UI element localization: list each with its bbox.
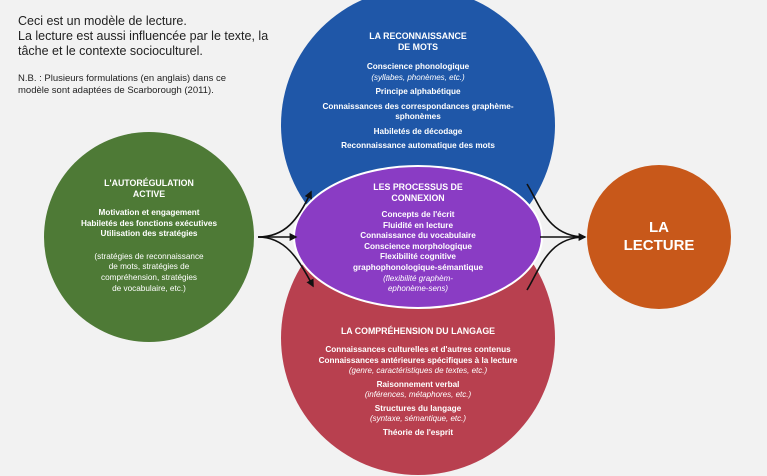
- self-regulation-circle: [44, 132, 254, 342]
- bottom-item: Raisonnement verbal: [376, 379, 460, 389]
- word-recognition-title: LA RECONNAISSANCE: [369, 31, 467, 41]
- left-note: de mots, stratégies de: [108, 262, 190, 272]
- connection-block: LES PROCESSUS DE CONNEXION Concepts de l…: [320, 182, 516, 294]
- left-note: compréhension, stratégies: [100, 272, 198, 282]
- nb-line: modèle sont adaptées de Scarborough (201…: [18, 85, 214, 96]
- self-regulation-title: ACTIVE: [132, 189, 166, 199]
- left-item: Utilisation des stratégies: [100, 229, 198, 239]
- arrow-from-bottom: [526, 236, 586, 291]
- bottom-item: Connaissances culturelles et d'autres co…: [325, 345, 511, 354]
- left-note: (stratégies de reconnaissance: [94, 251, 204, 261]
- word-recognition-block: LA RECONNAISSANCE DE MOTS Conscience pho…: [300, 31, 536, 152]
- bottom-item-note: (genre, caractéristiques de textes, etc.…: [348, 366, 488, 376]
- bottom-item-note: (syntaxe, sémantique, etc.): [369, 414, 467, 424]
- language-comprehension-title: LA COMPRÉHENSION DU LANGAGE: [340, 326, 496, 336]
- arrow-from-top: [526, 183, 586, 238]
- top-item: Connaissances des correspondances graphè…: [322, 101, 514, 111]
- middle-item: Connaissance du vocabulaire: [360, 231, 476, 241]
- middle-item: Fluidité en lecture: [382, 220, 454, 230]
- reading-label-line: LECTURE: [623, 237, 695, 254]
- left-note: de vocabulaire, etc.): [112, 283, 186, 293]
- intro-line: Ceci est un modèle de lecture.: [18, 14, 187, 28]
- middle-item-note: ephonème-sens): [387, 283, 449, 293]
- bottom-item: Théorie de l'esprit: [382, 427, 454, 437]
- left-item: Habiletés des fonctions exécutives: [80, 218, 218, 228]
- reading-circle: [587, 165, 731, 309]
- bottom-item-note: (inférences, métaphores, etc.): [364, 390, 472, 400]
- middle-item: Flexibilité cognitive: [380, 252, 456, 262]
- reading-label-line: LA: [649, 219, 669, 236]
- top-item: Reconnaissance automatique des mots: [341, 141, 495, 151]
- self-regulation-block: L'AUTORÉGULATION ACTIVE Motivation et en…: [62, 178, 236, 294]
- word-recognition-title: DE MOTS: [397, 42, 439, 52]
- bottom-item: Connaissances antérieures spécifiques à …: [318, 355, 518, 365]
- top-item: sphonèmes: [395, 112, 441, 122]
- middle-item: Concepts de l'écrit: [381, 210, 455, 219]
- middle-item-note: (flexibilité graphèm-: [383, 273, 453, 283]
- intro-line: tâche et le contexte socioculturel.: [18, 44, 203, 58]
- top-item: Habiletés de décodage: [373, 126, 463, 136]
- top-item: Conscience phonologique: [366, 62, 470, 71]
- nb-line: N.B. : Plusieurs formulations (en anglai…: [18, 73, 227, 84]
- bottom-item: Structures du langage: [374, 403, 462, 413]
- middle-item: graphophonologique-sémantique: [352, 262, 484, 272]
- left-item: Motivation et engagement: [98, 208, 200, 217]
- intro-text: Ceci est un modèle de lecture. La lectur…: [18, 14, 278, 97]
- top-item: Principe alphabétique: [375, 87, 461, 96]
- top-item-note: (syllabes, phonèmes, etc.): [371, 72, 465, 82]
- reading-label: LA LECTURE: [600, 219, 718, 255]
- connection-title: CONNEXION: [391, 193, 445, 203]
- language-comprehension-block: LA COMPRÉHENSION DU LANGAGE Connaissance…: [290, 326, 546, 438]
- arrow-to-bottom: [257, 236, 314, 288]
- self-regulation-title: L'AUTORÉGULATION: [104, 178, 194, 188]
- intro-line: La lecture est aussi influencée par le t…: [18, 29, 269, 43]
- nb-note: N.B. : Plusieurs formulations (en anglai…: [18, 73, 278, 97]
- middle-item: Conscience morphologique: [364, 241, 472, 251]
- connection-title: LES PROCESSUS DE: [373, 182, 463, 192]
